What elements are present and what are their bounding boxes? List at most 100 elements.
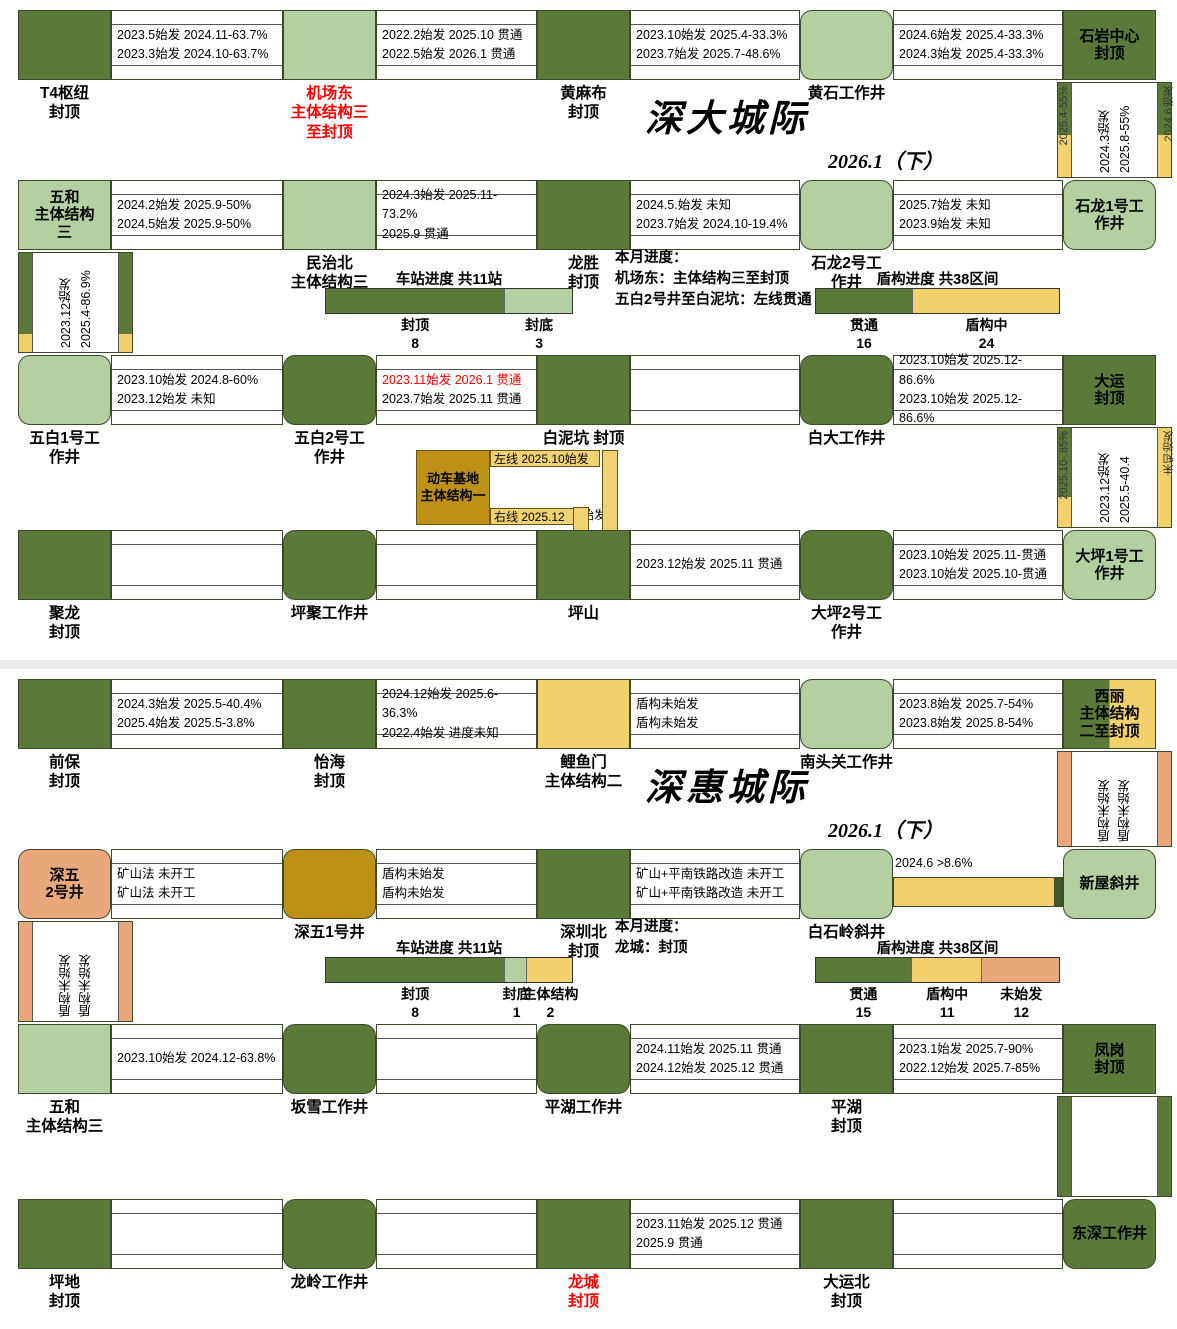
- work-shaft-box[interactable]: 东深工作井: [1063, 1199, 1156, 1269]
- station-progress-seg-label: 封底 3: [525, 317, 554, 352]
- station-box[interactable]: [18, 1024, 111, 1094]
- work-shaft-box[interactable]: 石龙1号工 作井: [1063, 180, 1156, 250]
- station-box[interactable]: [800, 1024, 893, 1094]
- station-box[interactable]: [18, 1199, 111, 1269]
- work-shaft-box[interactable]: [800, 679, 893, 749]
- station-box[interactable]: [537, 530, 630, 600]
- station-box[interactable]: [283, 10, 376, 80]
- tunnel-up-text: 2023.1始发 2025.7-90%: [899, 1041, 1034, 1056]
- station-progress-seg-label: 封顶 8: [401, 986, 430, 1021]
- vertical-tunnel-down-text: 2025.5-40.4: [1117, 456, 1132, 523]
- work-shaft-box[interactable]: [800, 530, 893, 600]
- tunnel-down-text: 2022.12始发 2025.7-85%: [899, 1061, 1041, 1075]
- shield-progress-seg: [913, 289, 1059, 313]
- tunnel-down-text: 2022.4始发 进度未知: [382, 725, 499, 740]
- station-progress-title: 车站进度 共11站: [395, 272, 503, 288]
- tunnel-segment: 2023.10始发 2024.8-60%2023.12始发 未知: [111, 355, 283, 425]
- station-box[interactable]: [537, 10, 630, 80]
- vertical-tunnel-up-text: 盾构未始发: [1097, 779, 1112, 843]
- work-shaft-box[interactable]: [283, 530, 376, 600]
- node-caption: 平湖工作井: [544, 1099, 623, 1116]
- work-shaft-box[interactable]: [283, 1024, 376, 1094]
- tunnel-segment: 矿山法 未开工矿山法 未开工: [111, 849, 283, 919]
- tunnel-up-text: 2023.11始发 2026.1 贯通: [382, 372, 522, 387]
- work-shaft-box[interactable]: 新屋斜井: [1063, 849, 1156, 919]
- work-shaft-box[interactable]: [537, 1024, 630, 1094]
- tunnel-up-text: 2024.2始发 2025.9-50%: [117, 197, 252, 212]
- work-shaft-box[interactable]: [283, 1199, 376, 1269]
- shield-progress-title: 盾构进度 共38区间: [876, 941, 999, 957]
- work-shaft-box[interactable]: [800, 355, 893, 425]
- line-brush-title: 深惠城际: [645, 768, 809, 809]
- station-box[interactable]: [537, 180, 630, 250]
- station-box[interactable]: [537, 679, 630, 749]
- work-shaft-box[interactable]: [800, 180, 893, 250]
- station-box[interactable]: [283, 679, 376, 749]
- tunnel-segment: 2023.8始发 2025.7-54%2023.8始发 2025.8-54%: [893, 679, 1063, 749]
- tunnel-info: [112, 1213, 282, 1255]
- tunnel-segment: [376, 1199, 537, 1269]
- station-box[interactable]: [18, 10, 111, 80]
- station-box[interactable]: 凤岗 封顶: [1063, 1024, 1156, 1094]
- tunnel-up-text: 2024.11始发 2025.11 贯通: [636, 1041, 782, 1056]
- work-shaft-box[interactable]: [283, 849, 376, 919]
- tunnel-segment: 2023.10始发 2024.12-63.8%: [111, 1024, 283, 1094]
- tunnel-segment: 2023.10始发 2025.4-33.3%2023.7始发 2025.7-48…: [630, 10, 800, 80]
- tunnel-info: 2024.3始发 2025.11-73.2%2025.9 贯通: [377, 188, 536, 241]
- tunnel-segment: [111, 530, 283, 600]
- station-box[interactable]: 石岩中心 封顶: [1063, 10, 1156, 80]
- node-caption: 龙岭工作井: [290, 1274, 369, 1291]
- shield-progress-seg-label: 未始发 12: [1000, 986, 1043, 1021]
- tunnel-down-text: 2023.7始发 2024.10-19.4%: [636, 217, 788, 231]
- station-box[interactable]: [537, 355, 630, 425]
- tunnel-segment: 2024.3始发 2025.5-40.4% 2025.4始发 2025.5-3.8…: [111, 679, 283, 749]
- tunnel-info: 矿山法 未开工矿山法 未开工: [112, 863, 282, 905]
- tunnel-up-text: 2024.12始发 2025.6-36.3%: [382, 686, 499, 721]
- station-progress-seg: [504, 289, 572, 313]
- tunnel-info: [377, 1038, 536, 1080]
- station-box[interactable]: [18, 530, 111, 600]
- node-caption: 机场东 主体结构三 至封顶: [290, 85, 369, 141]
- tunnel-info: [631, 369, 799, 411]
- tunnel-segment: 2023.5始发 2024.11-63.7%2023.3始发 2024.10-6…: [111, 10, 283, 80]
- station-box[interactable]: [800, 1199, 893, 1269]
- vertical-tunnel-segment: [1057, 1096, 1172, 1197]
- station-progress-seg-label: 封底 1: [502, 986, 531, 1021]
- tunnel-down-text: 2023.8始发 2025.8-54%: [899, 716, 1034, 730]
- vertical-bar-right: [119, 922, 132, 1021]
- work-shaft-box[interactable]: [18, 355, 111, 425]
- work-shaft-box[interactable]: [800, 10, 893, 80]
- work-shaft-box[interactable]: [283, 355, 376, 425]
- tunnel-up-text: 2023.10始发 2024.12-63.8%: [117, 1051, 276, 1066]
- vertical-tunnel-up-text: 2024.3始发: [1097, 109, 1112, 173]
- tunnel-up-text: 2023.10始发 2025.4-33.3%: [636, 27, 788, 42]
- station-box[interactable]: [283, 180, 376, 250]
- work-shaft-box[interactable]: [800, 849, 893, 919]
- shield-progress-seg-label: 贯通 16: [850, 317, 878, 352]
- tunnel-info: [377, 1213, 536, 1255]
- work-shaft-box[interactable]: 大坪1号工 作井: [1063, 530, 1156, 600]
- station-box[interactable]: [18, 679, 111, 749]
- station-box[interactable]: [537, 1199, 630, 1269]
- work-shaft-box[interactable]: 深五 2号井: [18, 849, 111, 919]
- vertical-bar-left: [1058, 1097, 1071, 1196]
- station-progress-seg: [326, 958, 505, 982]
- station-box[interactable]: 大运 封顶: [1063, 355, 1156, 425]
- tunnel-info: 矿山+平南铁路改造 未开工矿山+平南铁路改造 未开工: [631, 863, 799, 905]
- node-caption: 坂雪工作井: [290, 1099, 369, 1116]
- tunnel-down-text: 2025.4始发 2025.5-3.8%: [117, 716, 255, 730]
- tunnel-up-text: 2024.3始发 2025.5-40.4%: [117, 696, 262, 711]
- vertical-bar-left: [19, 922, 32, 1021]
- station-box[interactable]: [537, 849, 630, 919]
- month-progress-note: 本月进度： 机场东：主体结构三至封顶 五白2号井至白泥坑：左线贯通: [615, 250, 812, 309]
- station-box[interactable]: 西丽 主体结构 二至封顶: [1063, 679, 1156, 749]
- node-caption: 聚龙 封顶: [48, 605, 80, 642]
- line-brush-subtitle: 2026.1（下）: [828, 820, 943, 842]
- tunnel-up-text: 2024.6始发 2025.4-33.3%: [899, 27, 1044, 42]
- station-box[interactable]: 五和 主体结构 三: [18, 180, 111, 250]
- vertical-tunnel-segment: 盾构未始发盾构未始发: [1057, 751, 1172, 847]
